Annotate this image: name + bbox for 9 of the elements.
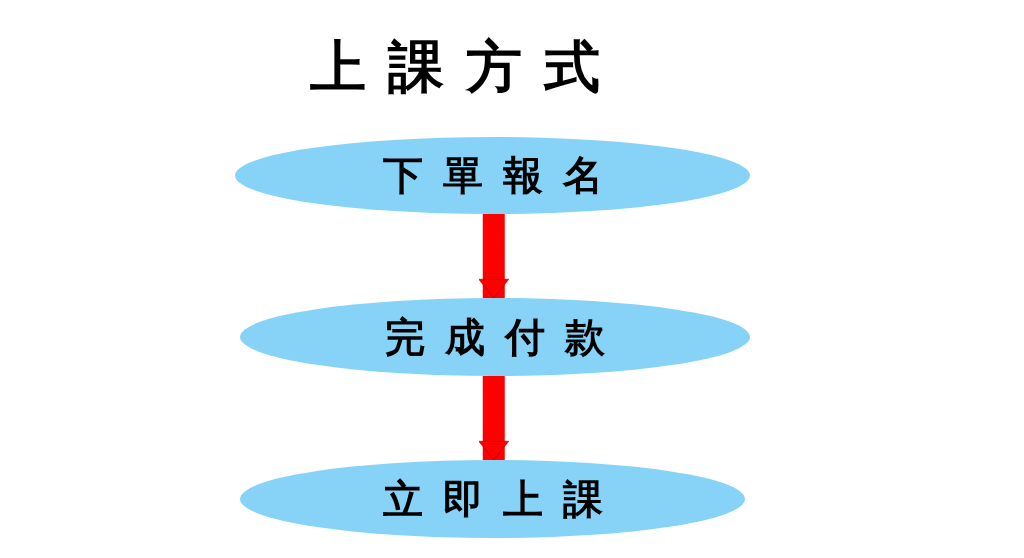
step-label: 下單報名 [381,151,623,200]
step-label: 立即上課 [381,474,623,524]
arrow [478,376,510,461]
title: 上課方式 [310,33,622,101]
step-ellipse [240,460,745,538]
step-ellipse [240,298,750,376]
step-label: 完成付款 [384,312,625,362]
arrow [478,214,510,299]
step-ellipse [235,137,750,214]
